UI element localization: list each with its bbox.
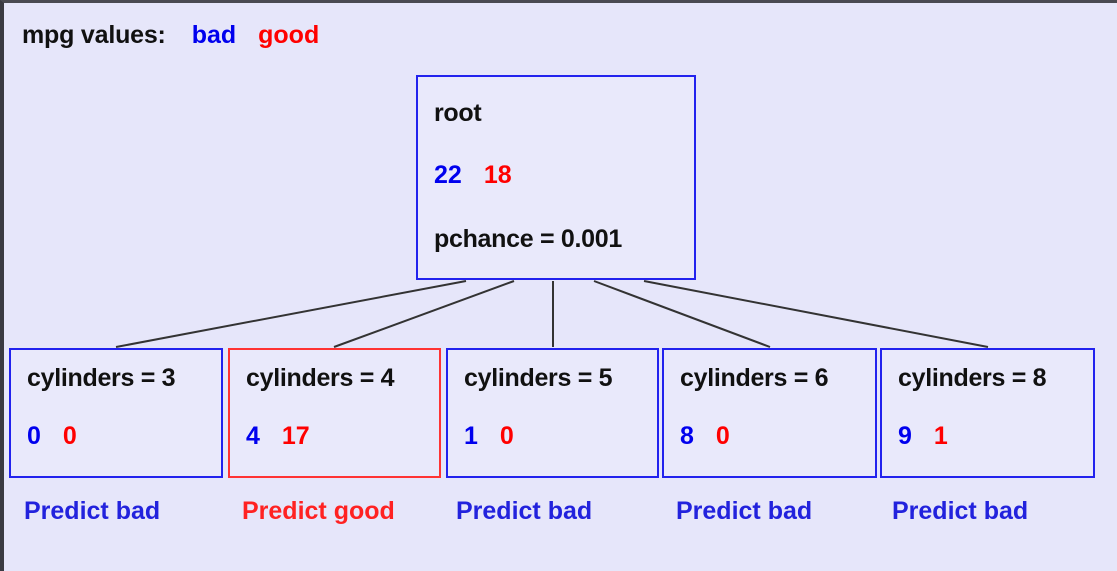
node-title: cylinders = 6 — [680, 364, 829, 392]
node-count-bad: 1 — [464, 422, 478, 450]
node-count-good: 1 — [933, 422, 948, 450]
tree-node-root[interactable]: root 22 18 pchance = 0.001 — [416, 75, 696, 280]
node-count-bad: 4 — [246, 422, 260, 450]
node-count-bad: 9 — [898, 422, 912, 450]
node-title: cylinders = 3 — [27, 364, 176, 392]
legend-class-bad: bad — [191, 21, 237, 49]
edge-root-to-leaf-0 — [115, 280, 467, 348]
node-count-good: 0 — [499, 422, 514, 450]
legend-label: mpg values: — [22, 21, 166, 49]
tree-node-leaf-cylinders-4[interactable]: cylinders = 4 4 17 — [228, 348, 441, 478]
node-title: root — [434, 99, 482, 127]
node-counts: 22 18 — [434, 161, 512, 190]
node-count-good: 0 — [715, 422, 730, 450]
node-count-bad: 8 — [680, 422, 694, 450]
node-title: cylinders = 8 — [898, 364, 1047, 392]
prediction-label-leaf-1: Predict good — [242, 497, 395, 525]
node-count-good: 17 — [281, 422, 310, 450]
node-count-bad: 0 — [27, 422, 41, 450]
node-count-good: 18 — [483, 161, 512, 189]
node-title: cylinders = 5 — [464, 364, 613, 392]
edge-root-to-leaf-4 — [643, 280, 989, 348]
node-pchance: pchance = 0.001 — [434, 225, 622, 253]
node-count-bad: 22 — [434, 161, 462, 189]
node-counts: 4 17 — [246, 422, 310, 451]
legend: mpg values: bad good — [22, 21, 319, 50]
legend-class-good: good — [258, 21, 320, 49]
node-count-good: 0 — [62, 422, 77, 450]
prediction-label-leaf-0: Predict bad — [24, 497, 161, 525]
prediction-label-leaf-2: Predict bad — [456, 497, 593, 525]
edge-root-to-leaf-3 — [593, 280, 771, 348]
node-title: cylinders = 4 — [246, 364, 395, 392]
prediction-label-leaf-3: Predict bad — [676, 497, 813, 525]
edge-root-to-leaf-1 — [333, 280, 515, 348]
prediction-label-leaf-4: Predict bad — [892, 497, 1029, 525]
